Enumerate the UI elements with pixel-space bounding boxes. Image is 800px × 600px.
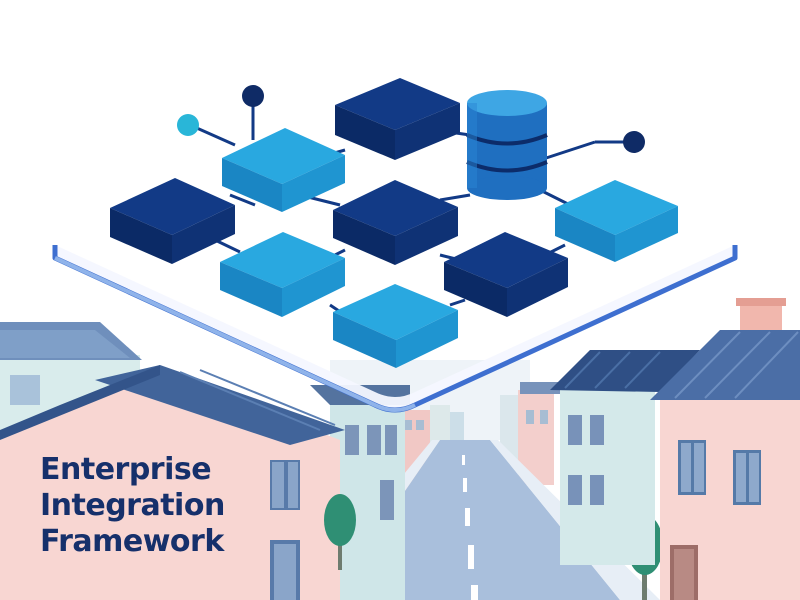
tree-left: [324, 494, 356, 570]
block-dark: [333, 180, 458, 265]
network-platform: [52, 245, 738, 413]
house-right-pink: [650, 298, 800, 600]
house-left-pink: [0, 365, 345, 600]
block-light: [333, 284, 458, 368]
block-light: [555, 180, 678, 262]
node-dot-top: [242, 85, 264, 107]
house-right-blue: [550, 350, 700, 565]
street-scene: [0, 298, 800, 600]
block-light: [220, 232, 345, 317]
house-left-mid: [310, 385, 410, 600]
title-line-1: Enterprise: [40, 452, 212, 487]
network-grid-icon: [110, 78, 678, 368]
road-center-line: [462, 455, 478, 600]
node-dot-right: [623, 131, 645, 153]
database-icon: [466, 90, 548, 200]
node-dot-teal: [177, 114, 199, 136]
title: Enterprise Integration Framework: [40, 452, 300, 560]
block-dark: [110, 178, 235, 264]
block-dark: [444, 232, 568, 317]
block-light: [222, 128, 345, 212]
title-line-2: Integration: [40, 488, 225, 523]
block-dark: [335, 78, 460, 160]
connector-nodes: [177, 85, 645, 153]
title-line-3: Framework: [40, 524, 224, 559]
